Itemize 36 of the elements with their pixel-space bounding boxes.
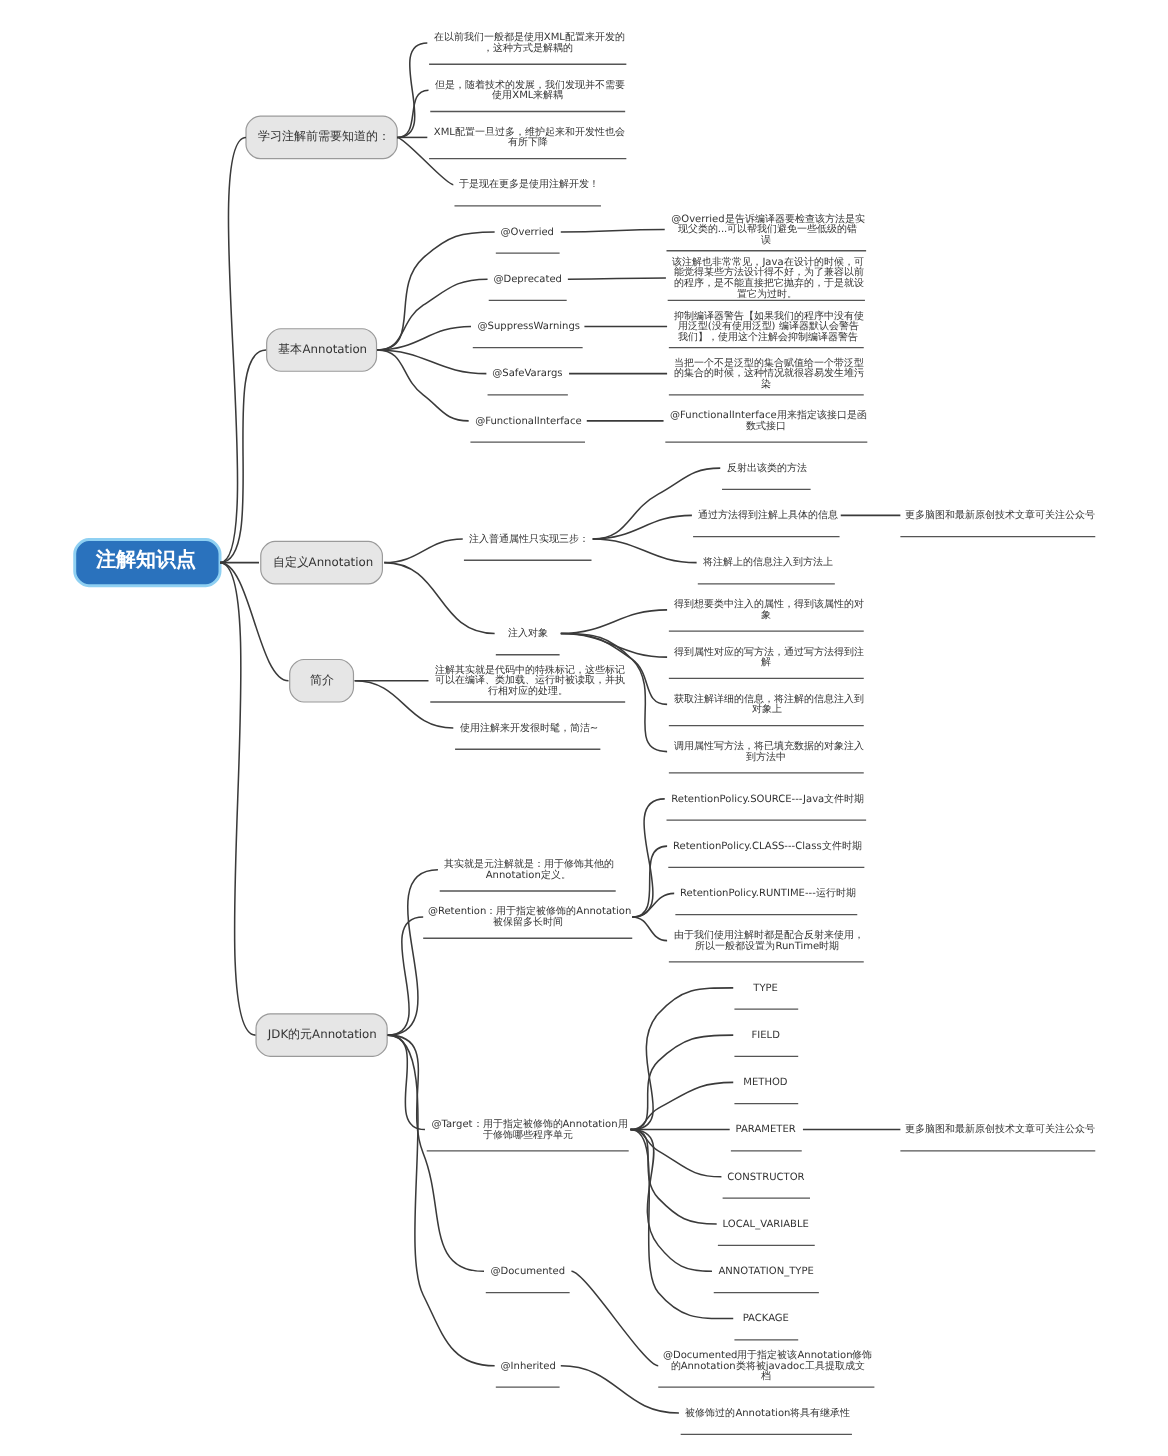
connector xyxy=(567,372,667,375)
connector xyxy=(218,561,256,1036)
connector xyxy=(382,561,495,635)
connector xyxy=(385,1034,495,1367)
connector xyxy=(375,349,469,422)
connector xyxy=(590,538,697,564)
connector xyxy=(559,1365,679,1414)
connector xyxy=(395,136,428,139)
connector xyxy=(838,514,901,517)
connector xyxy=(218,561,289,682)
connector xyxy=(385,916,423,1036)
connector xyxy=(218,561,259,564)
connector xyxy=(385,868,438,1036)
connector xyxy=(395,42,428,139)
connector xyxy=(352,680,454,729)
connector xyxy=(218,349,266,564)
connector xyxy=(569,1270,658,1367)
connector xyxy=(559,632,667,753)
connector xyxy=(582,325,667,328)
connector xyxy=(395,89,429,139)
connector xyxy=(218,136,246,564)
connector xyxy=(566,277,666,280)
connector xyxy=(375,349,487,375)
connector xyxy=(559,228,665,233)
connector xyxy=(801,1128,901,1131)
connector xyxy=(628,1128,733,1320)
connector xyxy=(628,987,733,1131)
connector xyxy=(628,1034,733,1131)
connector xyxy=(630,892,674,918)
connector xyxy=(385,1034,484,1273)
connector xyxy=(628,1128,712,1273)
node-box: 注解知识点 xyxy=(72,538,221,588)
connector xyxy=(585,420,664,422)
connector xyxy=(395,136,454,186)
connector xyxy=(630,916,667,942)
connector xyxy=(628,1081,733,1131)
